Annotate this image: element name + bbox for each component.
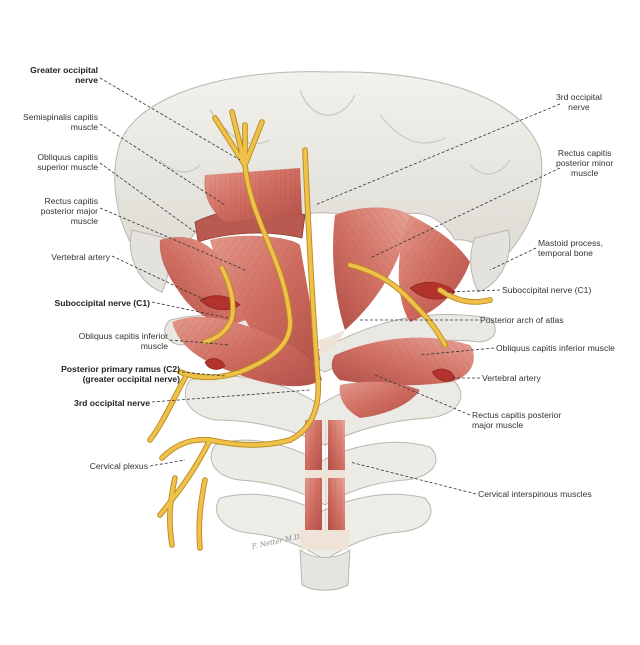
label-third-occipital-nerve-left: 3rd occipital nerve <box>74 398 150 408</box>
leader-third-occipital-left <box>151 389 311 403</box>
nerves <box>147 109 493 551</box>
label-suboccipital-nerve-right: Suboccipital nerve (C1) <box>502 285 592 295</box>
leader-obliquus-capitis-superior <box>99 162 196 233</box>
label-posterior-primary-ramus: Posterior primary ramus (C2)(greater occ… <box>61 364 180 384</box>
label-posterior-arch-atlas: Posterior arch of atlas <box>480 315 564 325</box>
label-vertebral-artery-left: Vertebral artery <box>51 252 110 262</box>
leader-mastoid-process <box>489 247 537 271</box>
label-vertebral-artery-right: Vertebral artery <box>482 373 541 383</box>
leader-rectus-posterior-major-right <box>374 374 471 416</box>
label-obliquus-capitis-inferior-right: Obliquus capitis inferior muscle <box>496 343 615 353</box>
leader-suboccipital-nerve-right <box>444 289 501 293</box>
vertebral-arteries <box>199 281 456 382</box>
leader-greater-occipital-nerve <box>99 77 241 161</box>
leader-lines <box>99 77 561 495</box>
leader-cervical-plexus <box>149 459 186 467</box>
leader-vertebral-artery-left <box>111 255 206 301</box>
leader-rectus-posterior-minor <box>369 167 561 259</box>
label-cervical-interspinous: Cervical interspinous muscles <box>478 489 592 499</box>
leader-third-occipital-right <box>314 103 561 206</box>
leader-suboccipital-nerve-left <box>151 301 229 319</box>
leader-rectus-posterior-major-left <box>99 207 246 271</box>
leader-cervical-interspinous <box>349 461 477 495</box>
label-suboccipital-nerve-left: Suboccipital nerve (C1) <box>54 298 150 308</box>
leader-obliquus-inferior-left <box>169 339 231 346</box>
leader-posterior-primary-ramus <box>181 371 226 377</box>
label-mastoid-process: Mastoid process,temporal bone <box>538 238 603 258</box>
label-cervical-plexus: Cervical plexus <box>89 461 148 471</box>
leader-obliquus-inferior-right <box>419 347 495 356</box>
